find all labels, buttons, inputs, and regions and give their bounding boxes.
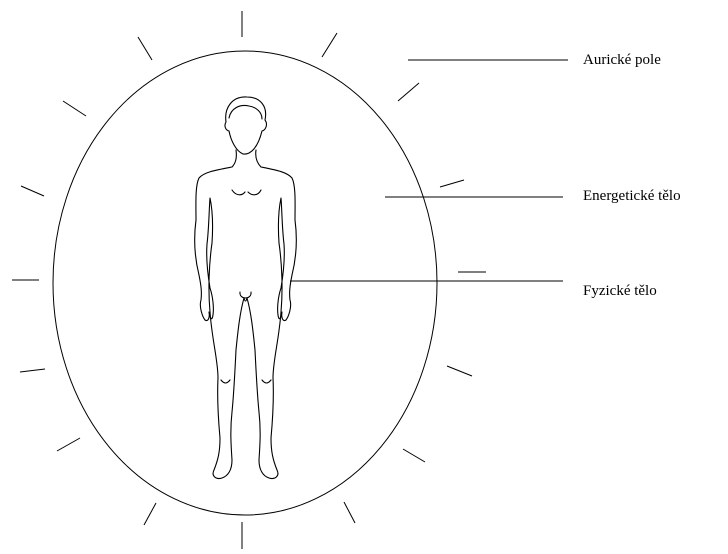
figure-chest-left xyxy=(232,190,245,195)
callout-lines xyxy=(290,60,568,281)
figure-neck-left xyxy=(232,150,236,167)
aura-ray xyxy=(21,186,44,196)
physical-body-label: Fyzické tělo xyxy=(583,282,657,300)
aura-ray xyxy=(63,101,86,116)
aura-ray xyxy=(398,83,419,101)
figure-left-knee xyxy=(221,380,230,383)
energy-body-label: Energetické tělo xyxy=(583,187,681,205)
figure-left-outline xyxy=(195,167,244,479)
figure-right-outline xyxy=(247,167,296,479)
figure-right-knee xyxy=(262,380,271,383)
aura-ray xyxy=(403,449,425,462)
figure-chest-right xyxy=(248,190,261,195)
figure-hair xyxy=(229,106,262,120)
aura-field-label: Aurické pole xyxy=(583,51,661,69)
aura-ray xyxy=(322,33,337,57)
aura-ray xyxy=(138,37,152,60)
aura-rays xyxy=(12,11,486,549)
figure-groin-detail xyxy=(240,292,251,298)
figure-neck-right xyxy=(256,150,261,167)
aura-ray xyxy=(144,503,156,525)
aura-ray xyxy=(447,366,472,376)
aura-ray xyxy=(440,180,464,187)
aura-ray xyxy=(344,502,355,523)
energy-body-ellipse xyxy=(53,51,437,515)
aura-ray xyxy=(57,438,80,451)
human-figure xyxy=(195,97,296,479)
aura-ray xyxy=(20,369,45,372)
